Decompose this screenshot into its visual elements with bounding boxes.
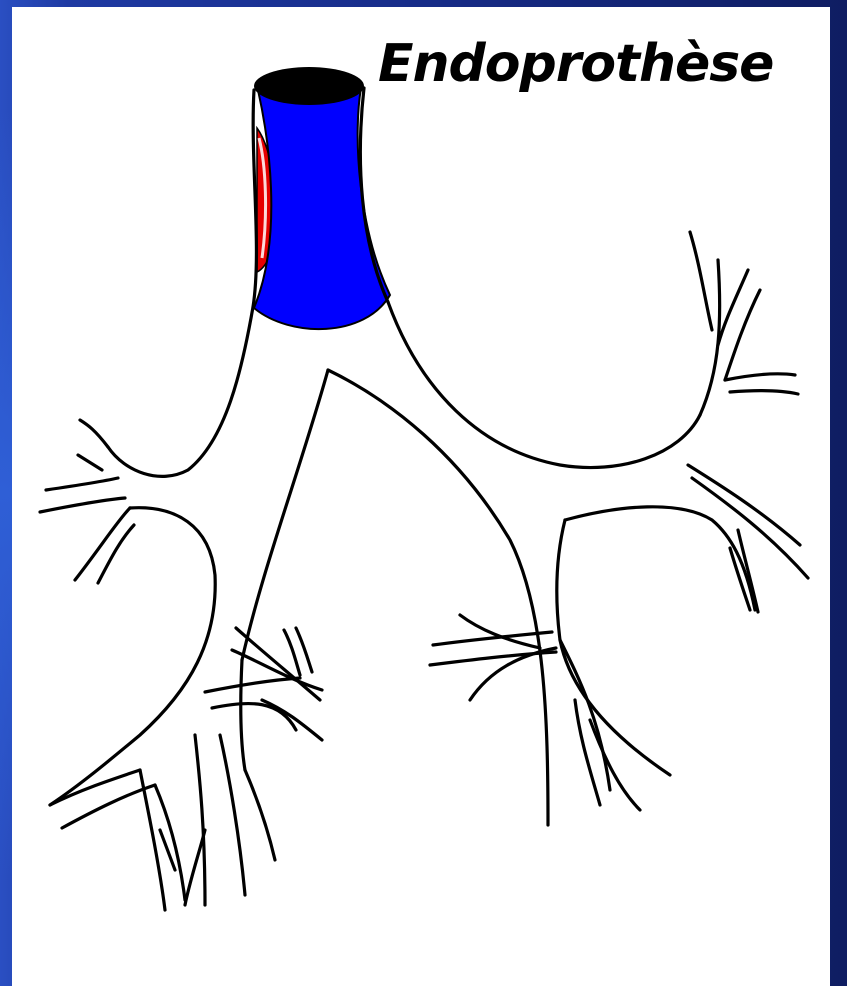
stent-icon bbox=[254, 88, 390, 329]
bronchial-tree-diagram bbox=[12, 7, 830, 986]
slide-panel bbox=[12, 7, 830, 986]
airway-outline bbox=[40, 88, 808, 910]
slide-title: Endoprothèse bbox=[378, 38, 773, 90]
stent-opening-icon bbox=[254, 67, 364, 105]
